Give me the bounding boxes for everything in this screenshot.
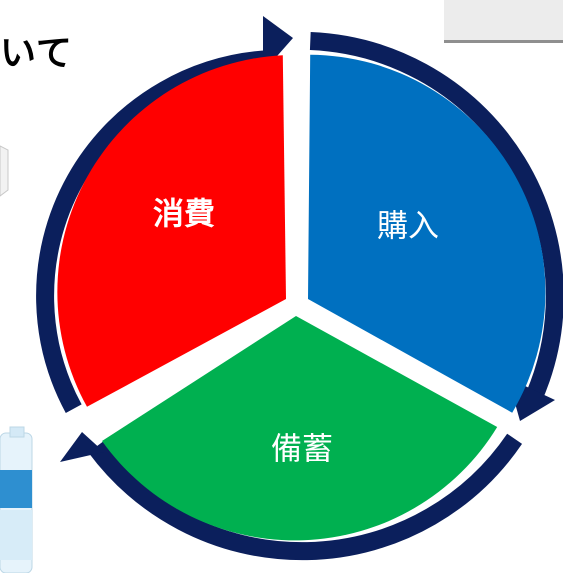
water-bottle-icon bbox=[0, 426, 33, 573]
top-right-box bbox=[444, 0, 563, 43]
arrow-arc-stock-to-consume bbox=[88, 433, 523, 561]
segment-consume bbox=[57, 55, 286, 407]
segment-label-stock: 備蓄 bbox=[271, 432, 333, 468]
arrowhead-left bbox=[60, 432, 104, 462]
arrow-arc-consume-to-purchase bbox=[36, 50, 271, 413]
left-edge-shape bbox=[0, 145, 9, 197]
segment-label-consume: 消費 bbox=[153, 197, 215, 233]
cycle-segments bbox=[57, 54, 546, 541]
arrow-arc-purchase-to-stock bbox=[309, 32, 563, 406]
segment-stock bbox=[102, 316, 498, 541]
segment-purchase bbox=[308, 54, 546, 413]
heading-fragment: いて bbox=[0, 33, 73, 74]
segment-label-purchase: 購入 bbox=[377, 209, 439, 245]
